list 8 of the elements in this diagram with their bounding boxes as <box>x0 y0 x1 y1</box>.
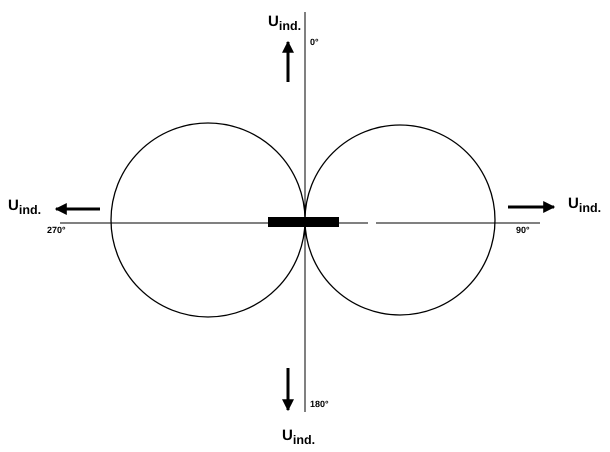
angle-label: 0° <box>310 38 319 47</box>
voltage-label: U$_{ind.}$ <box>268 14 302 32</box>
angle-label: 180° <box>310 400 329 409</box>
voltage-label: U$_{ind.}$ <box>568 196 602 214</box>
angle-label: 270° <box>47 226 66 235</box>
voltage-label: U$_{ind.}$ <box>8 198 42 216</box>
voltage-label: U$_{ind.}$ <box>282 428 316 446</box>
angle-label: 90° <box>516 226 530 235</box>
